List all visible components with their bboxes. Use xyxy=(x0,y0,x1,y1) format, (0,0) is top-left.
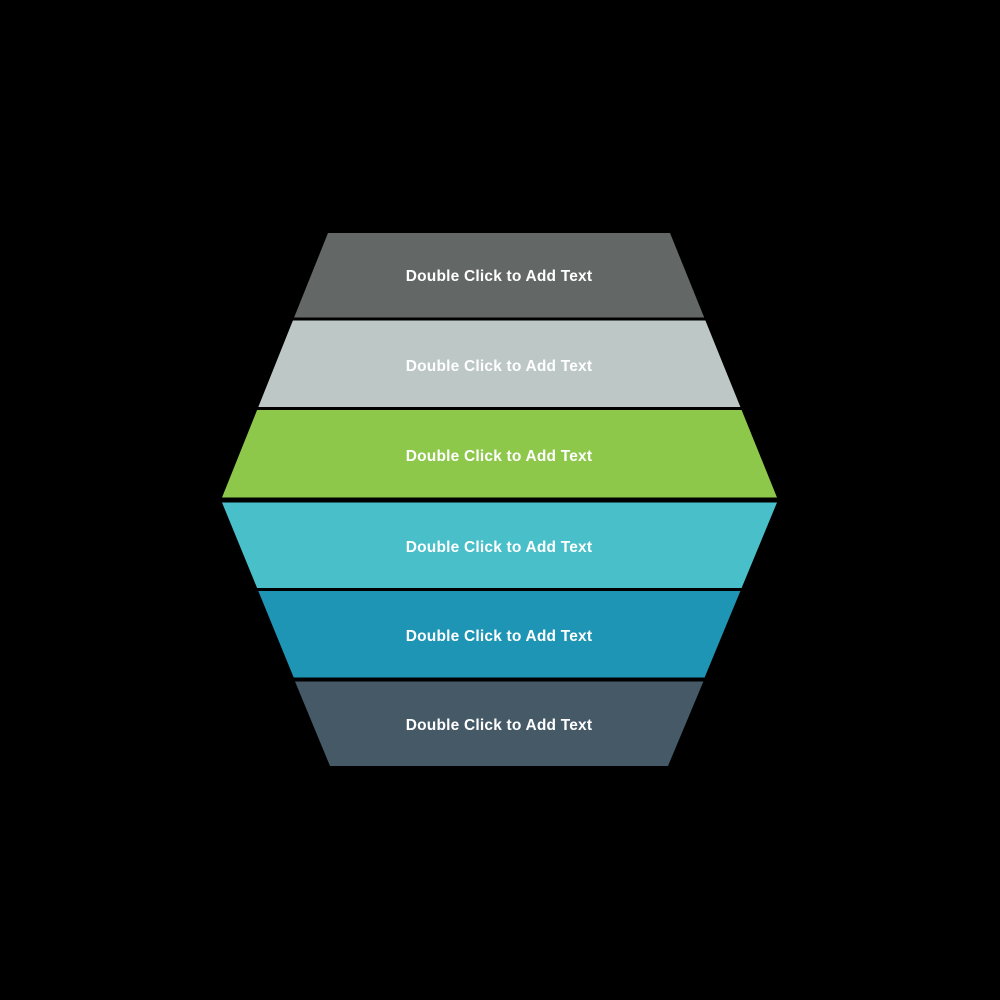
hexagon-band-1-shape[interactable] xyxy=(294,233,705,318)
hexagon-band-4-shape[interactable] xyxy=(222,502,777,589)
hexagon-band-3-shape[interactable] xyxy=(222,410,777,498)
hexagon-band-3: Double Click to Add Text xyxy=(222,410,777,498)
hexagon-band-2-shape[interactable] xyxy=(258,320,741,408)
hexagon-band-5-shape[interactable] xyxy=(258,591,741,678)
hexagon-band-2: Double Click to Add Text xyxy=(258,320,741,408)
hexagon-band-6-shape[interactable] xyxy=(295,681,704,767)
hexagon-band-1: Double Click to Add Text xyxy=(294,233,705,318)
hexagon-band-4: Double Click to Add Text xyxy=(222,502,777,589)
hexagon-band-6: Double Click to Add Text xyxy=(295,681,704,767)
hexagon-band-5: Double Click to Add Text xyxy=(258,591,741,678)
